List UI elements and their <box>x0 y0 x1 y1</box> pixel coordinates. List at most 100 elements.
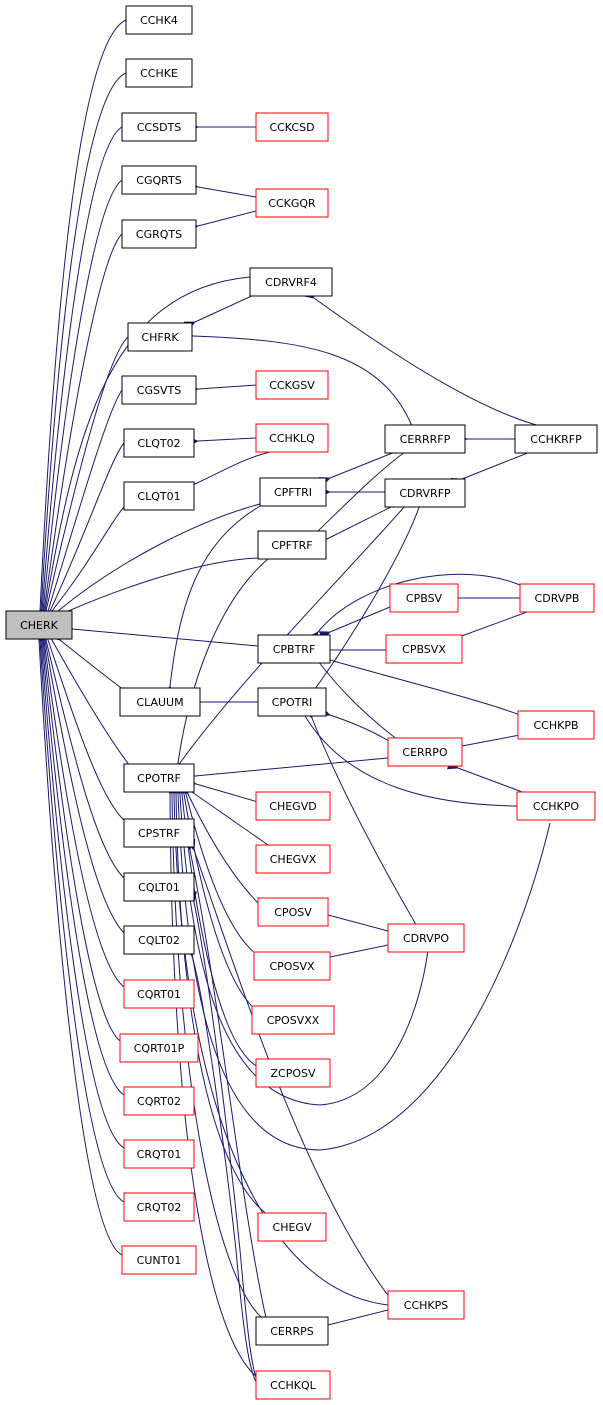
node-cchklq[interactable]: CCHKLQ <box>255 423 329 453</box>
edge-clqt01-cherk <box>41 506 125 622</box>
edge-cdrvrfp-cpftrf <box>313 504 396 549</box>
edge-cgqrts-cherk <box>37 179 123 622</box>
node-cchkql[interactable]: CCHKQL <box>255 1370 331 1400</box>
node-cqrt01[interactable]: CQRT01 <box>123 979 195 1009</box>
node-cpstrf-label: CPSTRF <box>138 827 180 840</box>
node-cpbsv[interactable]: CPBSV <box>389 583 459 613</box>
edge-cerrrfp-chfrk <box>182 330 413 427</box>
node-chegvd-label: CHEGVD <box>269 800 316 813</box>
node-cpbtrf[interactable]: CPBTRF <box>257 634 331 664</box>
edge-cdrvrfp-cpotri <box>305 504 421 701</box>
edge-cgsvts-cherk <box>40 389 123 623</box>
node-cckgqr[interactable]: CCKGQR <box>255 188 329 218</box>
node-cposvx[interactable]: CPOSVX <box>253 951 331 981</box>
edge-cchkql-cqlt02 <box>184 944 259 1386</box>
node-cchkrfp[interactable]: CCHKRFP <box>514 424 598 454</box>
node-cchkpo[interactable]: CCHKPO <box>516 791 596 821</box>
node-cdrvrf4[interactable]: CDRVRF4 <box>249 267 333 297</box>
node-cqlt01[interactable]: CQLT01 <box>123 872 195 902</box>
node-cerrrfp[interactable]: CERRRFP <box>384 424 466 454</box>
node-cpbsvx[interactable]: CPBSVX <box>385 634 463 664</box>
node-zcposv[interactable]: ZCPOSV <box>255 1058 331 1088</box>
node-zcposv-label: ZCPOSV <box>270 1067 315 1080</box>
node-cposv-label: CPOSV <box>274 906 312 919</box>
node-cchkps-label: CCHKPS <box>404 1299 448 1312</box>
node-cgqrts[interactable]: CGQRTS <box>121 165 197 195</box>
node-cqlt02[interactable]: CQLT02 <box>123 925 195 955</box>
node-cposvxx[interactable]: CPOSVXX <box>251 1005 335 1035</box>
edge-crqt01-cherk <box>35 629 125 1149</box>
node-cerrps[interactable]: CERRPS <box>255 1316 329 1346</box>
edge-ccsdts-cherk <box>36 126 123 622</box>
edge-cpstrf-cherk <box>40 628 127 823</box>
node-cgrqts[interactable]: CGRQTS <box>121 219 197 249</box>
node-crqt02[interactable]: CRQT02 <box>123 1192 195 1222</box>
node-chfrk-label: CHFRK <box>141 331 179 344</box>
edge-cchkql-cqlt01 <box>187 891 259 1384</box>
node-cpftrf-label: CPFTRF <box>271 539 312 552</box>
edge-cchkrfp-cdrvrfp <box>450 451 531 488</box>
edge-clqt02-cherk <box>41 442 125 623</box>
node-cdrvpo[interactable]: CDRVPO <box>387 923 465 953</box>
node-cqrt01p-label: CQRT01P <box>134 1042 185 1055</box>
node-cpstrf[interactable]: CPSTRF <box>123 818 195 848</box>
node-ccsdts[interactable]: CCSDTS <box>121 112 197 142</box>
node-clqt02-label: CLQT02 <box>137 437 180 450</box>
edge-cposv-cpotrf <box>179 782 261 906</box>
node-cpftrf[interactable]: CPFTRF <box>257 530 327 560</box>
edge-cqlt02-cherk <box>38 629 125 934</box>
node-cherk[interactable]: CHERK <box>5 610 73 640</box>
node-cpotri[interactable]: CPOTRI <box>257 687 327 717</box>
node-cdrvpb[interactable]: CDRVPB <box>519 583 595 613</box>
edge-cdrvpb-cpbsvx <box>447 611 528 646</box>
node-chegvd[interactable]: CHEGVD <box>255 791 331 821</box>
node-cchkpb-label: CCHKPB <box>533 719 578 732</box>
node-cposvx-label: CPOSVX <box>269 960 314 973</box>
edge-cckgqr-cgqrts <box>187 180 257 198</box>
node-chfrk[interactable]: CHFRK <box>127 322 193 352</box>
node-cckgsv[interactable]: CCKGSV <box>255 370 329 400</box>
edge-cchkps-cerrps <box>317 1309 389 1333</box>
edge-cposvx-cpotrf <box>178 783 263 959</box>
node-cposvxx-label: CPOSVXX <box>267 1014 320 1027</box>
node-cchkql-label: CCHKQL <box>270 1379 317 1392</box>
edge-cchke-cherk <box>35 72 127 622</box>
node-clqt02[interactable]: CLQT02 <box>123 428 195 458</box>
node-cchkrfp-label: CCHKRFP <box>530 433 582 446</box>
node-cchkps[interactable]: CCHKPS <box>387 1290 465 1320</box>
node-cposv[interactable]: CPOSV <box>257 897 329 927</box>
node-cgsvts-label: CGSVTS <box>137 384 181 397</box>
node-cpbtrf-label: CPBTRF <box>273 643 316 656</box>
edge-cerrpo-cpbtrf <box>307 650 406 746</box>
node-cdrvrfp[interactable]: CDRVRFP <box>384 478 466 508</box>
node-cpftri[interactable]: CPFTRI <box>259 477 327 507</box>
node-cpotrf[interactable]: CPOTRF <box>123 763 195 793</box>
node-cckcsd[interactable]: CCKCSD <box>255 112 329 142</box>
node-crqt01[interactable]: CRQT01 <box>123 1139 195 1169</box>
node-cgsvts[interactable]: CGSVTS <box>121 375 197 405</box>
node-cpotrf-label: CPOTRF <box>137 772 181 785</box>
edge-cchklq-clqt02 <box>187 436 257 447</box>
node-cdrvpb-label: CDRVPB <box>535 592 580 605</box>
node-cerrpo[interactable]: CERRPO <box>387 737 463 767</box>
edge-cqrt01p-cherk <box>36 629 121 1042</box>
node-cchke[interactable]: CCHKE <box>125 58 193 88</box>
node-cchkpo-label: CCHKPO <box>533 800 579 813</box>
edge-cunt01-cherk <box>33 629 123 1256</box>
node-clauum[interactable]: CLAUUM <box>119 687 201 717</box>
node-cchk4[interactable]: CCHK4 <box>125 5 193 35</box>
node-cchklq-label: CCHKLQ <box>269 432 315 445</box>
node-chegv[interactable]: CHEGV <box>257 1212 327 1242</box>
edge-cckgqr-cgrqts <box>187 210 257 234</box>
edge-cqrt02-cherk <box>36 629 125 1096</box>
node-chegvx[interactable]: CHEGVX <box>255 844 331 874</box>
node-cqrt01p[interactable]: CQRT01P <box>119 1033 199 1063</box>
node-cqrt02[interactable]: CQRT02 <box>123 1086 195 1116</box>
node-cchkpb[interactable]: CCHKPB <box>517 710 595 740</box>
node-clqt01[interactable]: CLQT01 <box>123 481 195 511</box>
node-cunt01[interactable]: CUNT01 <box>121 1245 197 1275</box>
node-cchke-label: CCHKE <box>140 67 178 80</box>
edge-cdrvrfp-cpotrf <box>170 505 406 775</box>
edge-cchkrfp-cdrvrf4 <box>302 288 541 427</box>
